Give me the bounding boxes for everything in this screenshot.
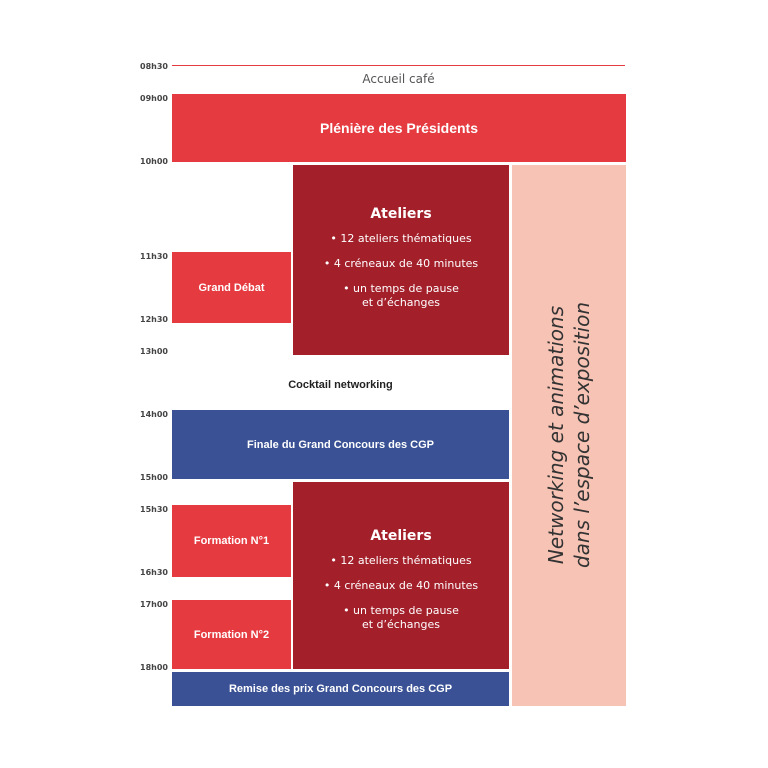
accueil-cafe: Accueil café: [362, 72, 435, 86]
time-label-1800: 18h00: [140, 663, 168, 672]
time-label-1400: 14h00: [140, 410, 168, 419]
time-label-0900: 09h00: [140, 94, 168, 103]
time-label-1700: 17h00: [140, 600, 168, 609]
formation-2-label: Formation N°2: [193, 628, 270, 641]
formation-2-block: Formation N°2: [172, 600, 291, 669]
cocktail-label: Cocktail networking: [288, 379, 393, 391]
time-label-1130: 11h30: [140, 252, 168, 261]
finale-label: Finale du Grand Concours des CGP: [246, 438, 435, 451]
networking-line-1: Networking et animations: [544, 305, 568, 565]
time-label-1530: 15h30: [140, 505, 168, 514]
ateliers-content-morning: Ateliers • 12 ateliers thématiques • 4 c…: [293, 206, 509, 321]
remise-label: Remise des prix Grand Concours des CGP: [228, 683, 453, 695]
grand-debat-block: Grand Débat: [172, 252, 291, 323]
time-label-0830: 08h30: [140, 62, 168, 71]
pleniere-label: Plénière des Présidents: [320, 120, 478, 136]
ateliers-bullet: • 12 ateliers thématiques: [330, 554, 472, 567]
remise-block: Remise des prix Grand Concours des CGP: [172, 672, 509, 706]
networking-column: Networking et animations dans l’espace d…: [512, 165, 626, 706]
time-label-1000: 10h00: [140, 157, 168, 166]
ateliers-content-afternoon: Ateliers • 12 ateliers thématiques • 4 c…: [293, 528, 509, 643]
ateliers-bullet: • 4 créneaux de 40 minutes: [323, 257, 479, 270]
time-label-1230: 12h30: [140, 315, 168, 324]
ateliers-block-afternoon: [293, 482, 509, 669]
ateliers-bullet: • un temps de pause: [343, 282, 459, 295]
ateliers-bullet: et d’échanges: [361, 296, 441, 309]
cocktail-networking: Cocktail networking: [172, 375, 509, 395]
start-line: [172, 65, 625, 66]
time-label-1300: 13h00: [140, 347, 168, 356]
networking-line-2: dans l’espace d’exposition: [570, 301, 594, 569]
ateliers-title: Ateliers: [370, 528, 432, 544]
grand-debat-label: Grand Débat: [198, 281, 265, 294]
finale-block: Finale du Grand Concours des CGP: [172, 410, 509, 479]
ateliers-bullet: • un temps de pause: [343, 604, 459, 617]
time-label-1630: 16h30: [140, 568, 168, 577]
ateliers-bullet: • 4 créneaux de 40 minutes: [323, 579, 479, 592]
time-label-1500: 15h00: [140, 473, 168, 482]
formation-1-label: Formation N°1: [193, 535, 270, 547]
formation-1-block: Formation N°1: [172, 505, 291, 577]
networking-text: Networking et animations dans l’espace d…: [543, 302, 595, 568]
pleniere-block: Plénière des Présidents: [172, 94, 626, 162]
ateliers-title: Ateliers: [370, 206, 432, 222]
ateliers-bullet: et d’échanges: [361, 618, 441, 631]
ateliers-bullet: • 12 ateliers thématiques: [330, 232, 472, 245]
ateliers-block-morning: [293, 165, 509, 355]
